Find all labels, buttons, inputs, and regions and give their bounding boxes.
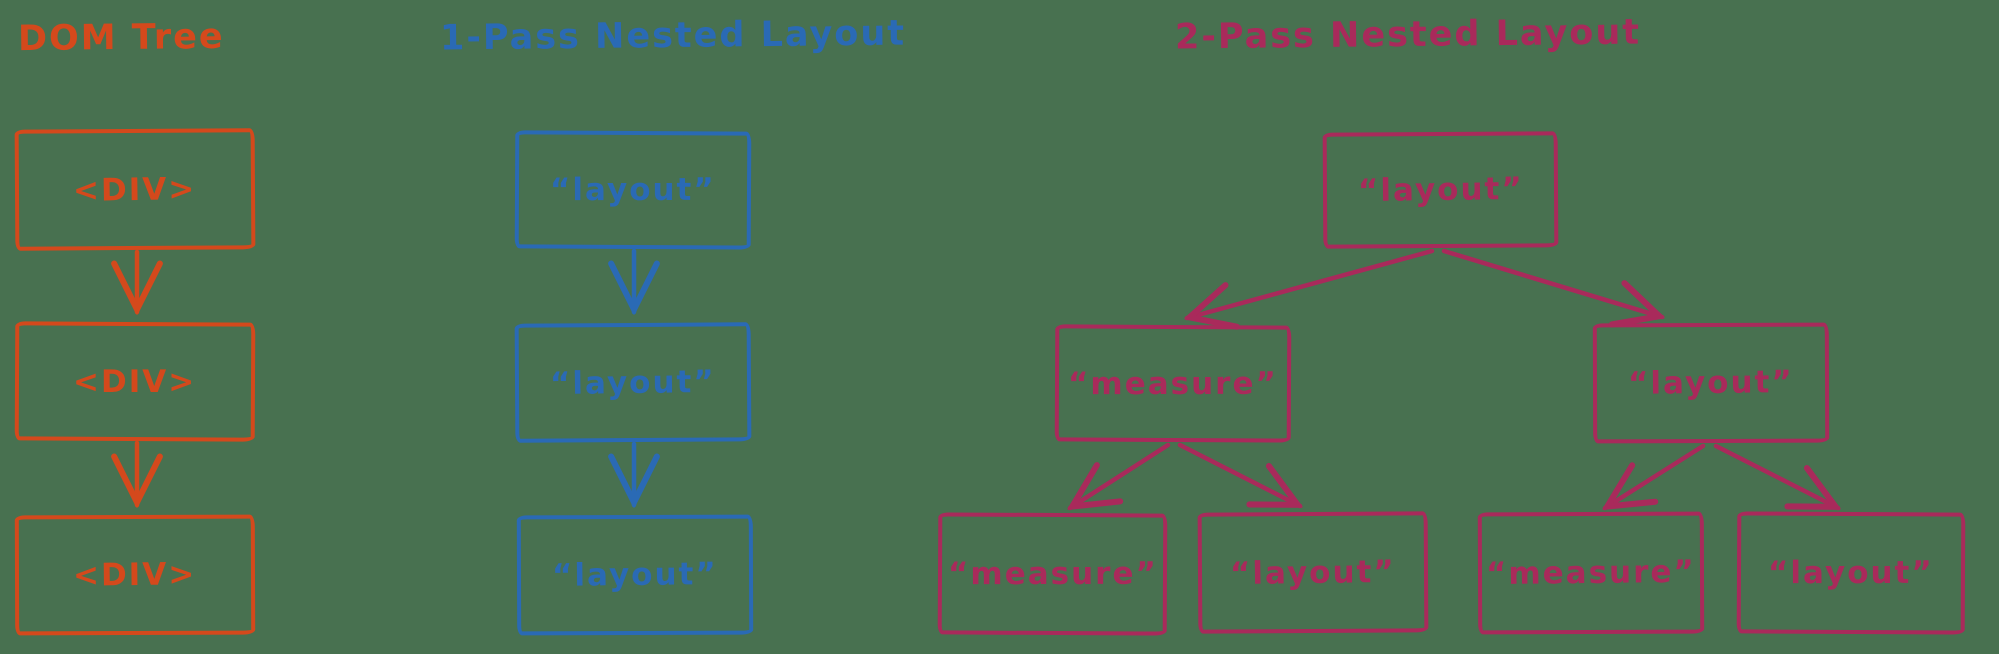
two-pass-arrow-measure-to-measure — [1070, 442, 1171, 511]
two-pass-bottom-box-2: “layout” — [1197, 511, 1429, 634]
one-pass-box-1: “layout” — [514, 130, 752, 250]
dom-tree-box-2: <DIV> — [14, 321, 256, 442]
title-one-pass-nested-layout: 1-Pass Nested Layout — [439, 13, 907, 59]
dom-tree-box-1: <DIV> — [14, 128, 256, 251]
two-pass-arrow-layout-to-layout — [1713, 443, 1838, 511]
dom-tree-box-3-label: <DIV> — [73, 556, 197, 594]
title-dom-tree: DOM Tree — [17, 16, 225, 60]
two-pass-arrow-root-to-layout — [1441, 248, 1662, 317]
one-pass-box-2-label: “layout” — [549, 363, 717, 402]
one-pass-box-2: “layout” — [514, 322, 752, 443]
dom-tree-box-1-label: <DIV> — [73, 170, 197, 209]
two-pass-mid-left-box: “measure” — [1054, 324, 1292, 443]
title-two-pass-nested-layout: 2-Pass Nested Layout — [1174, 12, 1642, 58]
two-pass-root-label: “layout” — [1357, 170, 1524, 210]
two-pass-arrow-root-to-measure — [1187, 248, 1435, 318]
two-pass-mid-right-label: “layout” — [1627, 364, 1795, 402]
dom-tree-box-2-label: <DIV> — [73, 363, 197, 400]
two-pass-bottom-box-3: “measure” — [1477, 511, 1705, 635]
two-pass-bottom-box-4: “layout” — [1736, 511, 1966, 635]
two-pass-mid-left-label: “measure” — [1068, 365, 1278, 402]
two-pass-bottom-box-3-label: “measure” — [1485, 553, 1697, 593]
dom-tree-box-3: <DIV> — [14, 514, 256, 636]
two-pass-bottom-box-1: “measure” — [937, 512, 1168, 636]
one-pass-box-3-label: “layout” — [551, 556, 719, 594]
one-pass-box-3: “layout” — [516, 514, 754, 636]
two-pass-bottom-box-4-label: “layout” — [1768, 554, 1934, 592]
two-pass-bottom-box-1-label: “measure” — [947, 555, 1158, 593]
two-pass-root-box: “layout” — [1322, 131, 1559, 249]
two-pass-mid-right-box: “layout” — [1592, 322, 1830, 444]
one-pass-box-1-label: “layout” — [550, 171, 716, 209]
two-pass-arrow-measure-to-layout — [1177, 442, 1300, 509]
two-pass-bottom-box-2-label: “layout” — [1229, 553, 1397, 592]
two-pass-arrow-layout-to-measure — [1605, 443, 1706, 511]
